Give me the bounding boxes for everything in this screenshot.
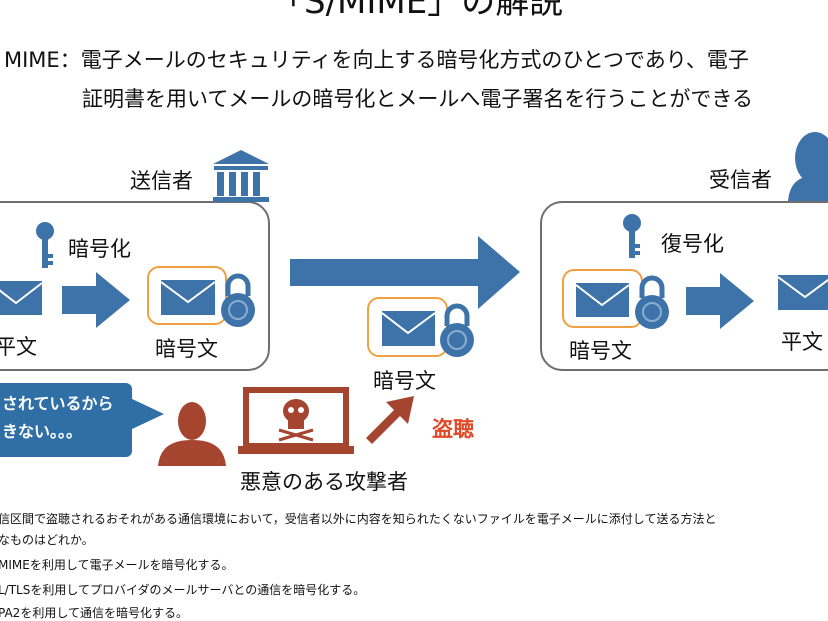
answer-option-3: PA2を利用して通信を暗号化する。	[0, 606, 188, 620]
transit-arrow	[290, 236, 520, 309]
transit-ciphertext-label: 暗号文	[373, 369, 436, 393]
eavesdrop-arrow	[366, 396, 414, 444]
receiver-label: 受信者	[709, 168, 772, 192]
laptop-skull-icon	[238, 387, 354, 454]
sender-lock-icon	[221, 273, 255, 327]
sender-cipher-envelope-icon	[160, 280, 216, 315]
sender-encrypt-label: 暗号化	[68, 237, 131, 261]
receiver-cipher-envelope-icon	[575, 283, 630, 317]
receiver-decrypt-label: 復号化	[661, 232, 724, 256]
bubble-line-2: きない。。。	[2, 422, 83, 441]
receiver-ciphertext-label: 暗号文	[569, 339, 632, 363]
transit-lock-icon	[440, 303, 474, 357]
sender-plaintext-envelope-icon	[0, 281, 43, 315]
eavesdrop-label: 盗聴	[432, 417, 474, 441]
sender-ciphertext-label: 暗号文	[155, 337, 218, 361]
receiver-key-icon	[623, 214, 641, 258]
bank-building-icon	[213, 150, 269, 202]
receiver-plaintext-envelope-icon	[777, 275, 828, 310]
receiver-lock-icon	[635, 275, 669, 329]
speech-bubble-tail	[130, 398, 164, 430]
question-line-2: なものはどれか。	[0, 533, 94, 547]
receiver-person-icon	[788, 132, 828, 201]
attacker-speech-bubble: されているから きない。。。	[0, 383, 132, 457]
definition-line-2: 証明書を用いてメールの暗号化とメールへ電子署名を行うことができる	[82, 87, 753, 111]
transit-cipher-envelope-icon	[381, 311, 436, 346]
page-title: 「S/MIME」の解説	[270, 0, 564, 22]
bubble-line-1: されているから	[2, 394, 114, 413]
receiver-decrypt-arrow	[686, 273, 754, 329]
attacker-person-icon	[158, 402, 226, 466]
question-line-1: 信区間で盗聴されるおそれがある通信環境において，受信者以外に内容を知られたくない…	[0, 512, 717, 526]
sender-plaintext-label: 平文	[0, 335, 37, 359]
receiver-plaintext-label: 平文	[781, 330, 823, 354]
sender-encrypt-arrow	[62, 272, 130, 328]
attacker-label: 悪意のある攻撃者	[240, 470, 408, 494]
definition-line-1: MIME：電子メールのセキュリティを向上する暗号化方式のひとつであり、電子	[4, 48, 749, 72]
sender-label: 送信者	[130, 169, 193, 193]
answer-option-1: MIMEを利用して電子メールを暗号化する。	[0, 558, 234, 572]
answer-option-2: L/TLSを利用してプロバイダのメールサーバとの通信を暗号化する。	[0, 583, 366, 597]
sender-key-icon	[36, 222, 54, 268]
